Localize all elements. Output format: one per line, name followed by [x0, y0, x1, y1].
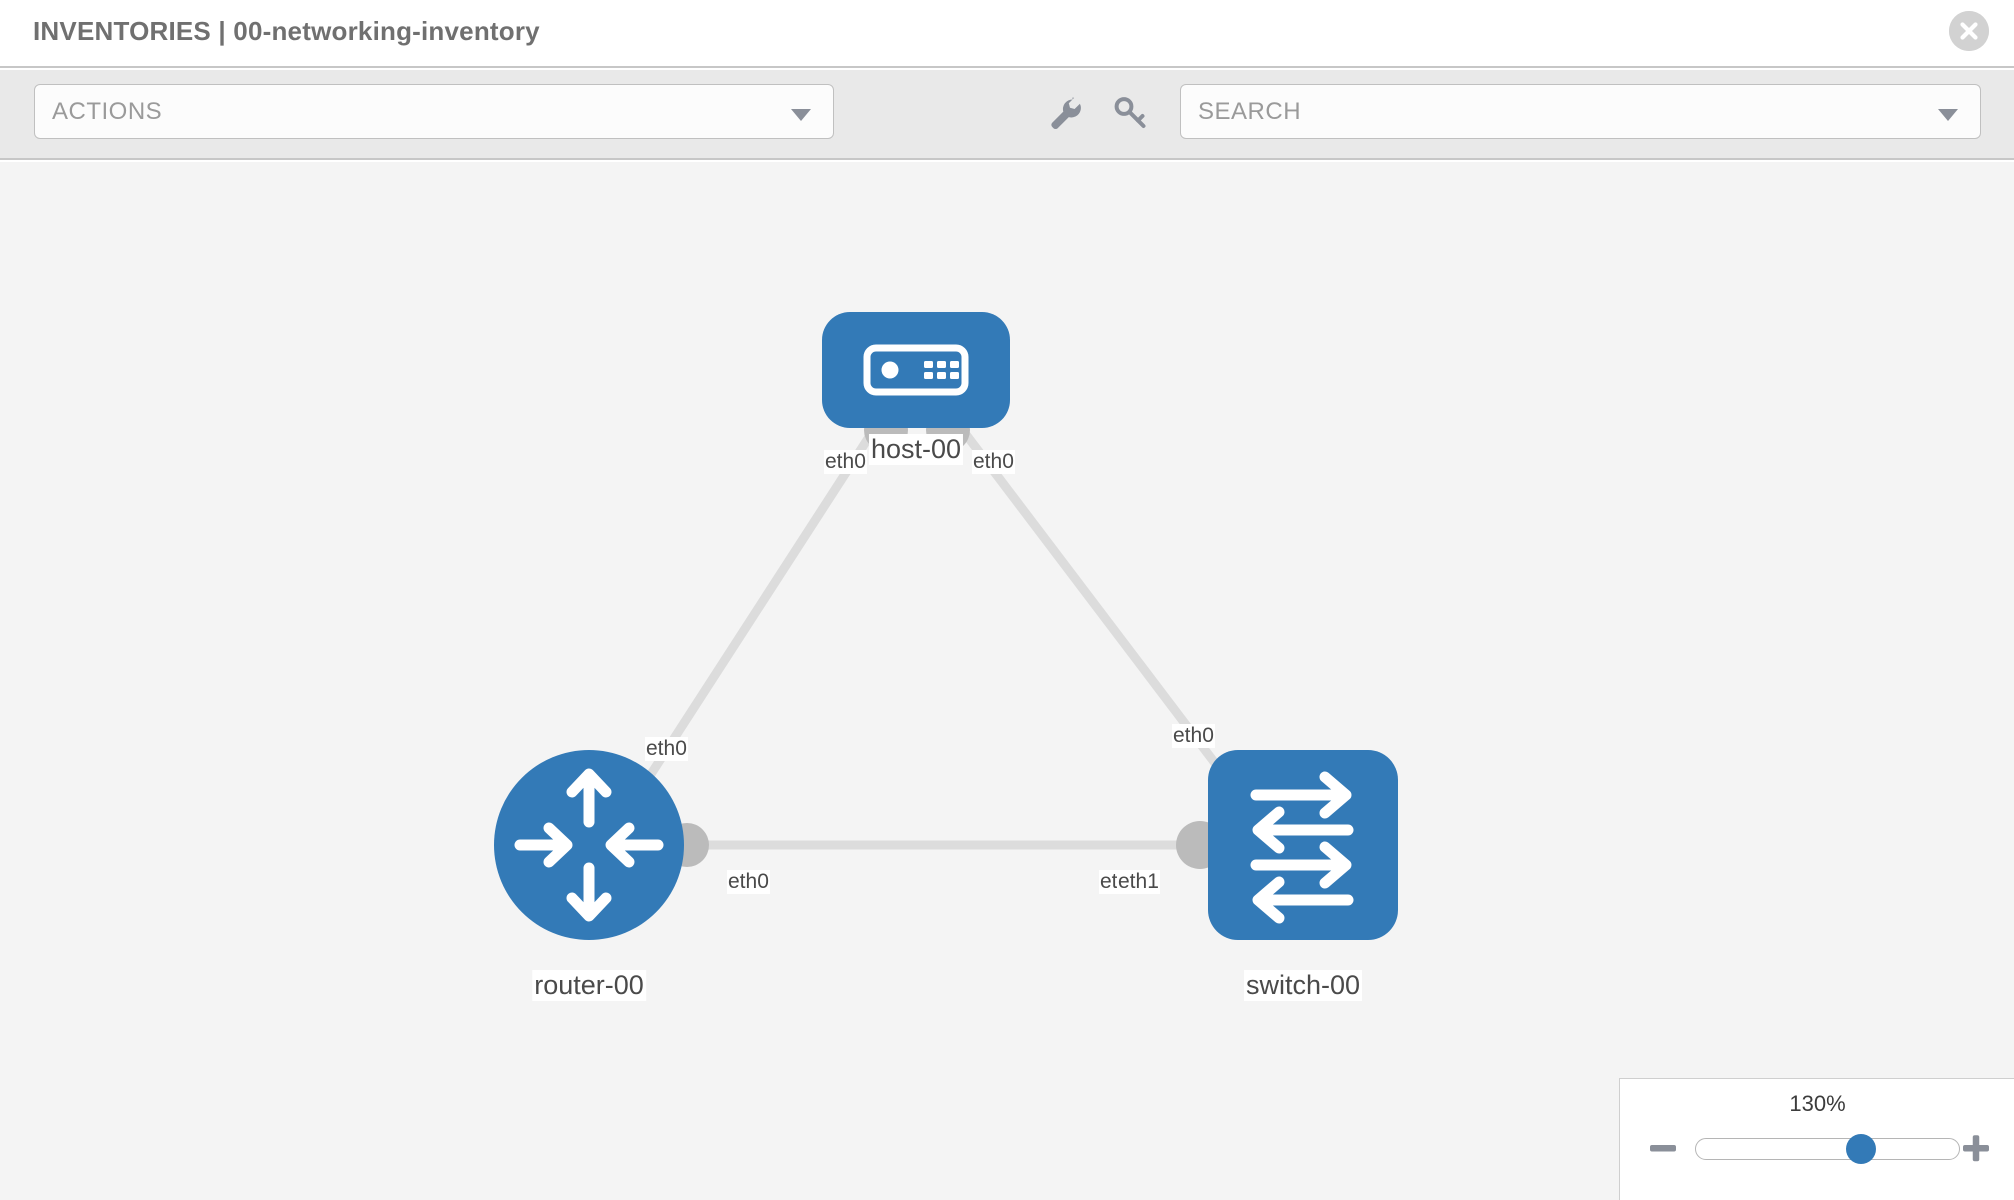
chevron-down-icon[interactable] [1938, 109, 1958, 121]
iface-label-router-eth0: eth0 [727, 870, 770, 895]
zoom-slider[interactable] [1695, 1134, 1960, 1164]
zoom-level-value: 130% [1789, 1091, 1846, 1116]
topology-canvas[interactable]: host-00 router-00 switch-00 eth0 eth0 et… [0, 162, 2014, 1200]
node-switch-00 [1208, 750, 1398, 940]
minus-icon[interactable] [1646, 1131, 1680, 1165]
node-label-host-00: host-00 [868, 434, 964, 466]
iface-label-host-right: eth0 [972, 450, 1015, 475]
zoom-control-panel: 130% [1619, 1078, 2014, 1200]
close-icon[interactable] [1949, 11, 1989, 51]
plus-icon[interactable] [1959, 1131, 1993, 1165]
chevron-down-icon [791, 109, 811, 121]
node-label-router-00: router-00 [532, 970, 646, 1002]
link-host-switch [951, 417, 1256, 815]
search-input[interactable]: SEARCH [1180, 84, 1981, 139]
iface-label-router-uplink: eth0 [645, 737, 688, 762]
topology-connectors [665, 408, 1261, 869]
node-host-00 [822, 312, 1010, 428]
topology-links [616, 417, 1256, 850]
search-placeholder: SEARCH [1198, 98, 1302, 125]
link-host-router [616, 417, 884, 825]
iface-label-host-left: eth0 [824, 450, 867, 475]
page-header: INVENTORIES | 00-networking-inventory [0, 0, 2014, 68]
iface-label-switch-uplink: eth0 [1172, 724, 1215, 749]
actions-dropdown-label: ACTIONS [52, 98, 163, 125]
zoom-slider-handle[interactable] [1846, 1134, 1876, 1164]
wrench-icon[interactable] [1044, 93, 1086, 135]
iface-label-switch-eth1: eth1 [1117, 870, 1160, 895]
actions-dropdown[interactable]: ACTIONS [34, 84, 834, 139]
node-label-switch-00: switch-00 [1243, 970, 1363, 1002]
page-title: INVENTORIES | 00-networking-inventory [33, 16, 540, 46]
key-icon[interactable] [1110, 93, 1152, 135]
zoom-slider-row [1620, 1127, 2014, 1171]
topology-graph [494, 312, 1398, 940]
node-router-00 [494, 750, 684, 940]
